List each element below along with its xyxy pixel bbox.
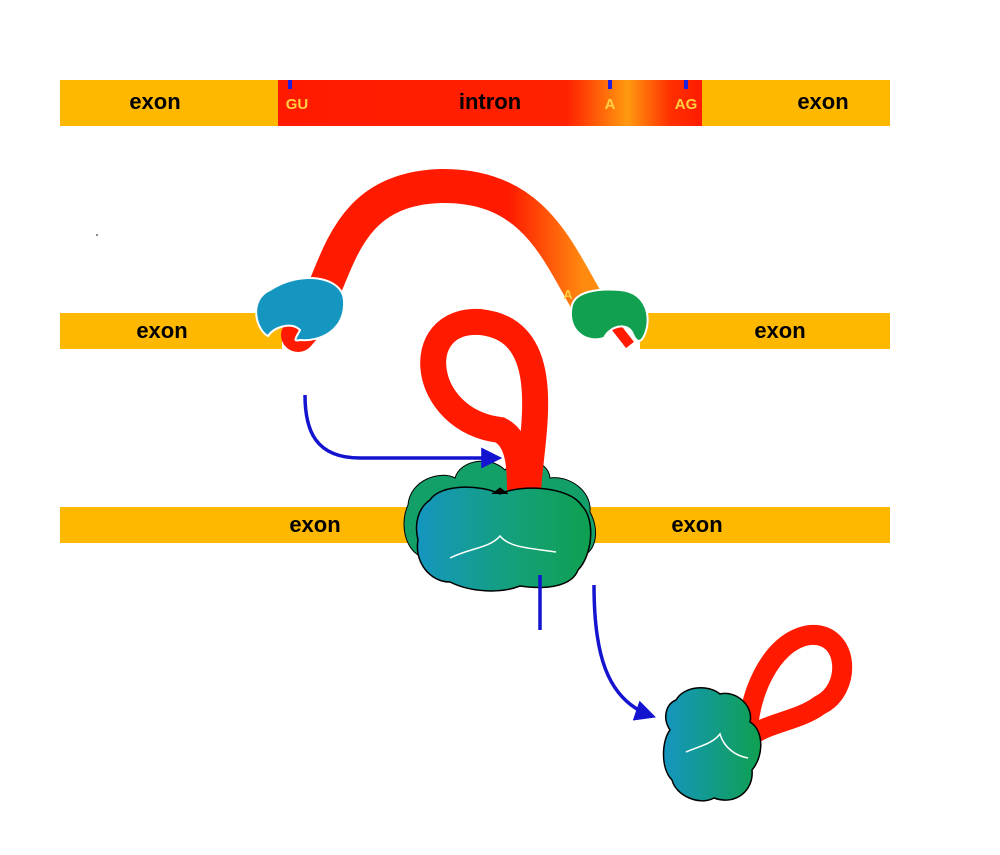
row3-spliceosome: exon exon (60, 308, 890, 592)
row1-exon-left-label: exon (129, 89, 180, 114)
stray-dot (96, 234, 98, 236)
row3-lariat-loop (420, 308, 549, 505)
row1-exon-right-bar (702, 80, 890, 126)
arrow-to-spliceosome (303, 394, 503, 469)
released-lariat-loop (737, 625, 853, 750)
a-site-tick (608, 80, 612, 89)
row3-exon-left-bar (60, 507, 440, 543)
released-spliceosome (662, 687, 762, 802)
row3-exon-right-bar (570, 507, 890, 543)
row2-exon-left-bar (60, 313, 282, 349)
row2-exon-right-label: exon (754, 318, 805, 343)
u2-snrnp-shape (569, 288, 649, 342)
a-site-label: A (605, 96, 616, 113)
row1-exon-right-label: exon (797, 89, 848, 114)
gu-site-tick (288, 80, 292, 89)
row3-exon-left-label: exon (289, 512, 340, 537)
ag-site-tick (684, 80, 688, 89)
released-spliceosome-cleft (685, 732, 749, 759)
row3-exon-right-label: exon (671, 512, 722, 537)
spliceosome-cleft (449, 534, 557, 559)
row1-intron-bar (278, 80, 704, 126)
row1-intron-label: intron (459, 89, 521, 114)
u1-snrnp-shape (255, 277, 346, 342)
row1-pre-mrna: exon intron exon GU A AG (60, 80, 890, 126)
arrow-to-released-lariat (592, 584, 656, 721)
row2-exon-right-bar (640, 313, 890, 349)
row1-exon-left-bar (60, 80, 280, 126)
gu-site-label: GU (286, 96, 309, 113)
released-lariat-complex (662, 625, 853, 802)
row2-snrnp-binding: exon exon A (60, 168, 890, 352)
spliceosome-notch (491, 487, 509, 495)
row2-a-site-label: A (563, 287, 573, 302)
process-arrows (303, 394, 656, 721)
row2-exon-left-label: exon (136, 318, 187, 343)
ag-site-label: AG (675, 96, 698, 113)
